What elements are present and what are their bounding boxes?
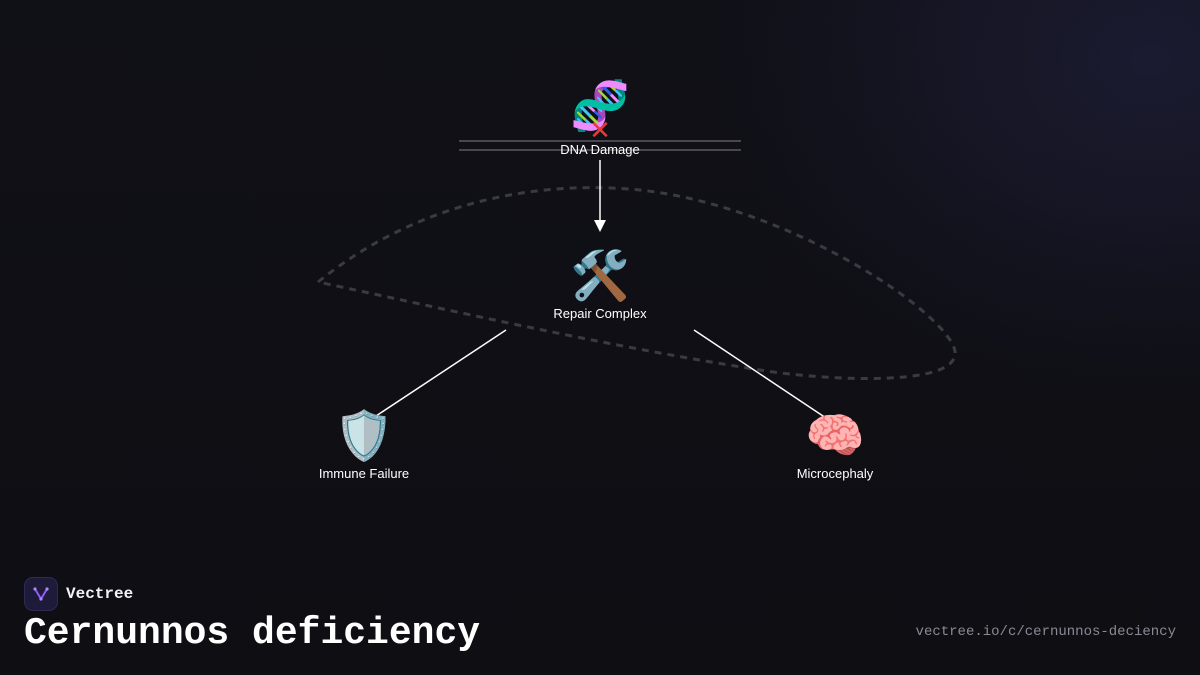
node-label: Immune Failure xyxy=(318,466,410,481)
shield-icon: 🛡️ xyxy=(334,408,394,464)
dashed-loop xyxy=(314,186,957,381)
page-title: Cernunnos deficiency xyxy=(24,612,481,655)
node-dna-damage[interactable]: 🧬 ✕ DNA Damage xyxy=(510,78,690,157)
node-label: DNA Damage xyxy=(560,142,640,157)
node-repair-complex[interactable]: 🛠️ Repair Complex xyxy=(510,248,690,321)
edge-repair-micro xyxy=(693,329,827,419)
node-label: Microcephaly xyxy=(796,466,874,481)
vectree-logo-icon xyxy=(24,577,58,611)
node-immune-failure[interactable]: 🛡️ Immune Failure xyxy=(274,408,454,481)
brain-icon: 🧠 xyxy=(805,408,865,464)
edge-repair-immune xyxy=(375,329,507,417)
page-url[interactable]: vectree.io/c/cernunnos-deciency xyxy=(915,624,1176,640)
cross-mark-icon: ✕ xyxy=(589,116,611,146)
node-label: Repair Complex xyxy=(553,306,647,321)
node-microcephaly[interactable]: 🧠 Microcephaly xyxy=(745,408,925,481)
brand-name: Vectree xyxy=(66,585,134,603)
dna-icon: 🧬 xyxy=(570,78,630,134)
hammer-wrench-icon: 🛠️ xyxy=(570,248,630,304)
edge-dna-repair-arrowhead xyxy=(594,220,606,232)
brand[interactable]: Vectree xyxy=(24,577,133,611)
